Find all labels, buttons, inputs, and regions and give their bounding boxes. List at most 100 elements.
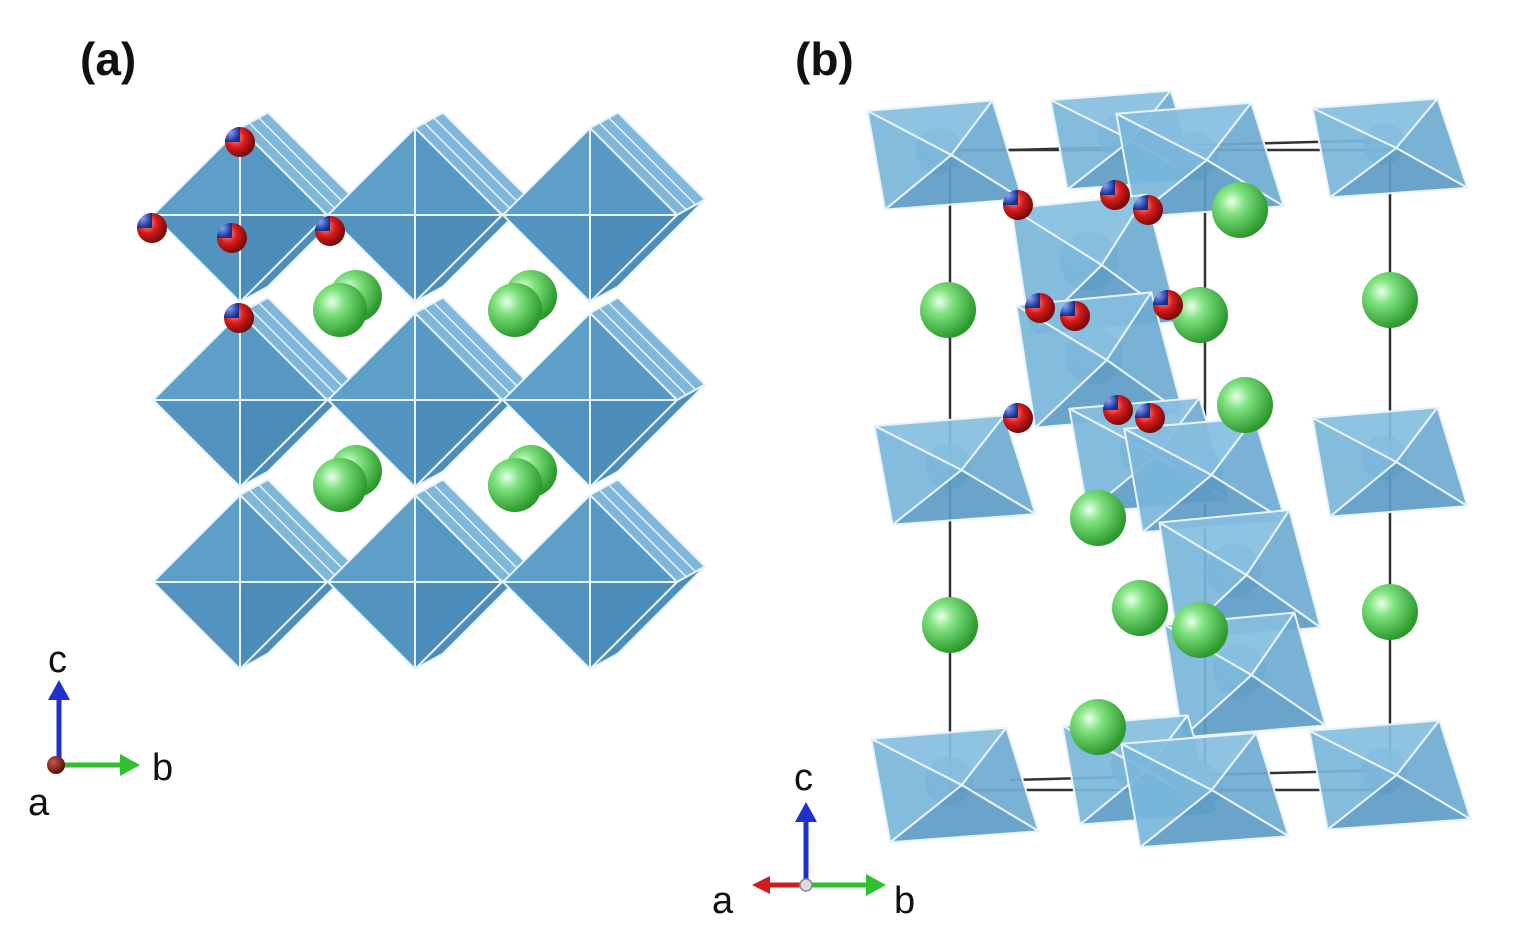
octahedron-face: [589, 399, 678, 488]
octahedron-face: [414, 399, 503, 488]
octahedron-layer-edge: [423, 307, 512, 396]
oxygen-blue-segment: [1153, 290, 1168, 305]
octahedron-face: [1120, 742, 1213, 849]
octahedron-layer-edge: [258, 484, 347, 573]
axis-b-arrowhead-a: [120, 754, 140, 776]
oxygen-blue-segment: [1003, 403, 1018, 418]
oxygen-atom: [1135, 403, 1165, 433]
octahedron-face: [1015, 304, 1108, 429]
octahedron-face: [589, 214, 678, 303]
axis-c-label-a: c: [48, 639, 67, 681]
octahedron-face: [1308, 729, 1398, 831]
octahedron-layer-edge: [433, 484, 522, 573]
oxygen-atom: [217, 223, 247, 253]
octahedron-face: [873, 424, 963, 526]
octahedron-layer-edge: [248, 122, 337, 211]
octahedron-layer-edge: [598, 122, 687, 211]
a-site-cation: [920, 282, 976, 338]
octahedron: [152, 478, 356, 670]
octahedron-face: [1115, 112, 1208, 219]
oxygen-atom: [1133, 195, 1163, 225]
octahedron: [1120, 731, 1290, 849]
octahedron-face: [152, 399, 241, 488]
octahedron: [502, 478, 706, 670]
a-site-cation: [488, 283, 542, 337]
oxygen-atom: [137, 213, 167, 243]
axis-b-label-a: b: [152, 747, 173, 789]
octahedron-layer-edge: [258, 302, 347, 391]
axis-c-arrowhead-b: [795, 802, 817, 822]
axis-b-label-b: b: [894, 880, 915, 922]
panel-a-label: (a): [80, 33, 136, 85]
axis-a-arrowhead-b: [752, 876, 770, 894]
octahedron: [502, 296, 706, 488]
a-site-cation: [1362, 272, 1418, 328]
oxygen-atom: [224, 303, 254, 333]
octahedron-face: [866, 109, 953, 211]
octahedron-face: [1068, 407, 1158, 514]
octahedron-layer-edge: [433, 117, 522, 206]
octahedron: [327, 296, 531, 488]
axis-c-label-b: c: [794, 757, 813, 799]
a-site-cation: [1212, 182, 1268, 238]
a-site-cation: [1172, 602, 1228, 658]
octahedron-face: [1311, 107, 1398, 199]
axis-a-label-b: a: [712, 880, 734, 922]
a-site-cation: [1172, 287, 1228, 343]
a-site-cation: [1112, 580, 1168, 636]
a-site-cation: [1070, 699, 1126, 755]
octahedron: [502, 111, 706, 303]
octahedron-layer-edge: [423, 122, 512, 211]
octahedron-face: [414, 581, 503, 670]
octahedron: [327, 478, 531, 670]
oxygen-atom: [1025, 293, 1055, 323]
octahedron-face: [239, 399, 328, 488]
oxygen-blue-segment: [137, 213, 152, 228]
octahedron-face: [152, 581, 241, 670]
octahedron-face: [239, 581, 328, 670]
octahedron-layer-edge: [248, 489, 337, 578]
a-site-cation: [313, 458, 367, 512]
oxygen-atom: [1100, 180, 1130, 210]
oxygen-atom: [1103, 395, 1133, 425]
oxygen-atom: [315, 216, 345, 246]
panel-b-label: (b): [795, 33, 854, 85]
octahedron-face: [327, 581, 416, 670]
oxygen-atom: [1153, 290, 1183, 320]
octahedron: [866, 99, 1024, 211]
axis-triad-b: c b a: [712, 757, 915, 922]
octahedron: [152, 296, 356, 488]
octahedron-face: [502, 127, 591, 216]
octahedron: [870, 726, 1040, 844]
octahedron-face: [1049, 99, 1132, 191]
oxygen-blue-segment: [225, 127, 240, 142]
axis-a-label-a: a: [28, 782, 50, 824]
octahedron: [327, 111, 531, 303]
octahedron-face: [502, 581, 591, 670]
octahedron: [1311, 97, 1469, 199]
octahedron-layer-edge: [433, 302, 522, 391]
octahedron-layer-edge: [258, 117, 347, 206]
oxygen-blue-segment: [1025, 293, 1040, 308]
octahedron-face: [152, 494, 241, 583]
a-site-cation: [313, 283, 367, 337]
oxygen-atom: [1003, 190, 1033, 220]
octahedron: [1311, 406, 1469, 518]
a-site-cation: [1070, 490, 1126, 546]
oxygen-blue-segment: [1103, 395, 1118, 410]
oxygen-blue-segment: [1060, 301, 1075, 316]
octahedron-face: [414, 214, 503, 303]
axis-triad-a: c b a: [28, 639, 173, 824]
axis-a-dot-a: [47, 756, 65, 774]
a-site-cation: [922, 597, 978, 653]
octahedron-face: [1311, 416, 1398, 518]
oxygen-blue-segment: [1135, 403, 1150, 418]
octahedron-layer-edge: [608, 117, 697, 206]
oxygen-atom: [1003, 403, 1033, 433]
octahedron-layer-edge: [598, 489, 687, 578]
octahedron-face: [870, 737, 963, 844]
oxygen-blue-segment: [1133, 195, 1148, 210]
octahedron-face: [327, 127, 416, 216]
a-site-cation: [1362, 584, 1418, 640]
